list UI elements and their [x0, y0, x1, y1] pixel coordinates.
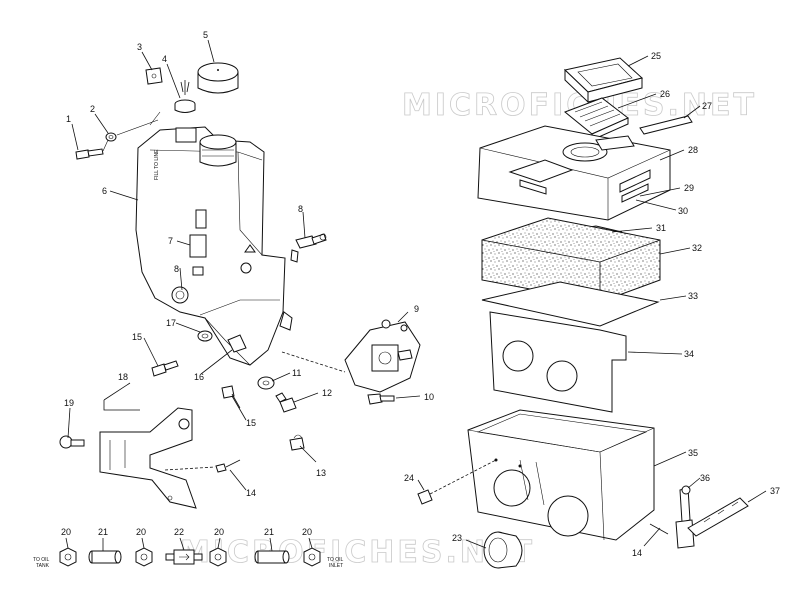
air-box-lid-28 [477, 125, 671, 221]
hose-21-b [254, 550, 290, 564]
callout-29: 29 [684, 183, 694, 193]
hose-clamp-20-a [59, 547, 77, 567]
washer-2 [105, 132, 117, 142]
callout-17: 17 [166, 318, 176, 328]
oil-tank-cap [197, 62, 239, 94]
callout-20d: 20 [302, 527, 312, 537]
leader-lines-right [417, 55, 767, 549]
callout-15b: 15 [246, 418, 256, 428]
callout-33: 33 [688, 291, 698, 301]
filter-22 [165, 549, 203, 565]
callout-11: 11 [292, 368, 301, 378]
hose-label-right-2: INLET [329, 563, 343, 569]
leader-lines-left [67, 39, 421, 491]
callout-31: 31 [656, 223, 666, 233]
bolt-1 [75, 148, 104, 160]
hose-clamp-20-c [209, 547, 227, 567]
callout-26: 26 [660, 89, 670, 99]
hose-label-left-2: TANK [36, 563, 50, 569]
callout-27: 27 [702, 101, 712, 111]
hose-clamp-20-d [303, 547, 321, 567]
screw-14-a [215, 459, 241, 473]
callout-20a: 20 [61, 527, 71, 537]
hose-clamp-20-b [135, 547, 153, 567]
callout-5: 5 [203, 30, 208, 40]
grommet-17 [197, 330, 213, 342]
watermark-bottom: MICROFICHES.NET [180, 535, 535, 570]
callout-9: 9 [414, 304, 419, 314]
callout-20b: 20 [136, 527, 146, 537]
callout-28: 28 [688, 145, 698, 155]
oil-tank: FILL TO LINE [135, 126, 293, 366]
callout-19: 19 [64, 398, 74, 408]
callout-22: 22 [174, 527, 184, 537]
callout-32: 32 [692, 243, 702, 253]
bolt-15-b [221, 385, 241, 409]
callout-18: 18 [118, 372, 128, 382]
intake-boot-23 [483, 531, 523, 569]
bolt-10 [367, 393, 395, 405]
callout-23: 23 [452, 533, 462, 543]
callout-1: 1 [66, 114, 71, 124]
callout-15a: 15 [132, 332, 142, 342]
callout-10: 10 [424, 392, 434, 402]
hose-21-a [88, 550, 122, 564]
air-box-35 [467, 409, 655, 541]
callout-12: 12 [322, 388, 332, 398]
callout-14a: 14 [246, 488, 256, 498]
bracket-18 [99, 400, 197, 509]
filter-element-25 [563, 57, 644, 104]
callout-16: 16 [194, 372, 204, 382]
callout-25: 25 [651, 51, 661, 61]
hose-label-right-1: TO OIL [327, 557, 344, 563]
intake-grate-26 [564, 97, 629, 141]
callout-3: 3 [137, 42, 142, 52]
callout-37: 37 [770, 486, 780, 496]
callout-8a: 8 [174, 264, 179, 274]
tank-fill-label: FILL TO LINE [154, 149, 160, 180]
strap-37 [687, 497, 749, 537]
bolt-19 [59, 435, 85, 449]
screw-24 [417, 459, 497, 505]
hose-label-left-1: TO OIL [33, 557, 50, 563]
clamp-11 [257, 376, 275, 390]
baffle-plate-34 [489, 311, 627, 413]
gasket-plate-33 [481, 281, 660, 327]
callout-4: 4 [162, 54, 167, 64]
bracket-36 [675, 485, 695, 549]
callout-2: 2 [90, 104, 95, 114]
callout-30: 30 [678, 206, 688, 216]
callout-7: 7 [168, 236, 173, 246]
callout-36: 36 [700, 473, 710, 483]
callout-13: 13 [316, 468, 326, 478]
callout-8b: 8 [298, 204, 303, 214]
callout-21b: 21 [264, 527, 274, 537]
oil-pump [344, 319, 421, 393]
callout-6: 6 [102, 186, 107, 196]
callout-20c: 20 [214, 527, 224, 537]
callout-14b: 14 [632, 548, 642, 558]
callout-35: 35 [688, 448, 698, 458]
callout-24: 24 [404, 473, 414, 483]
hose-kit [59, 537, 321, 567]
fitting-8 [290, 233, 327, 263]
bolt-15-a [151, 360, 179, 377]
clip [145, 67, 163, 85]
callout-34: 34 [684, 349, 694, 359]
callout-21a: 21 [98, 527, 108, 537]
dipstick [174, 80, 196, 113]
strip-27 [639, 115, 693, 135]
elbow-12 [275, 392, 297, 413]
